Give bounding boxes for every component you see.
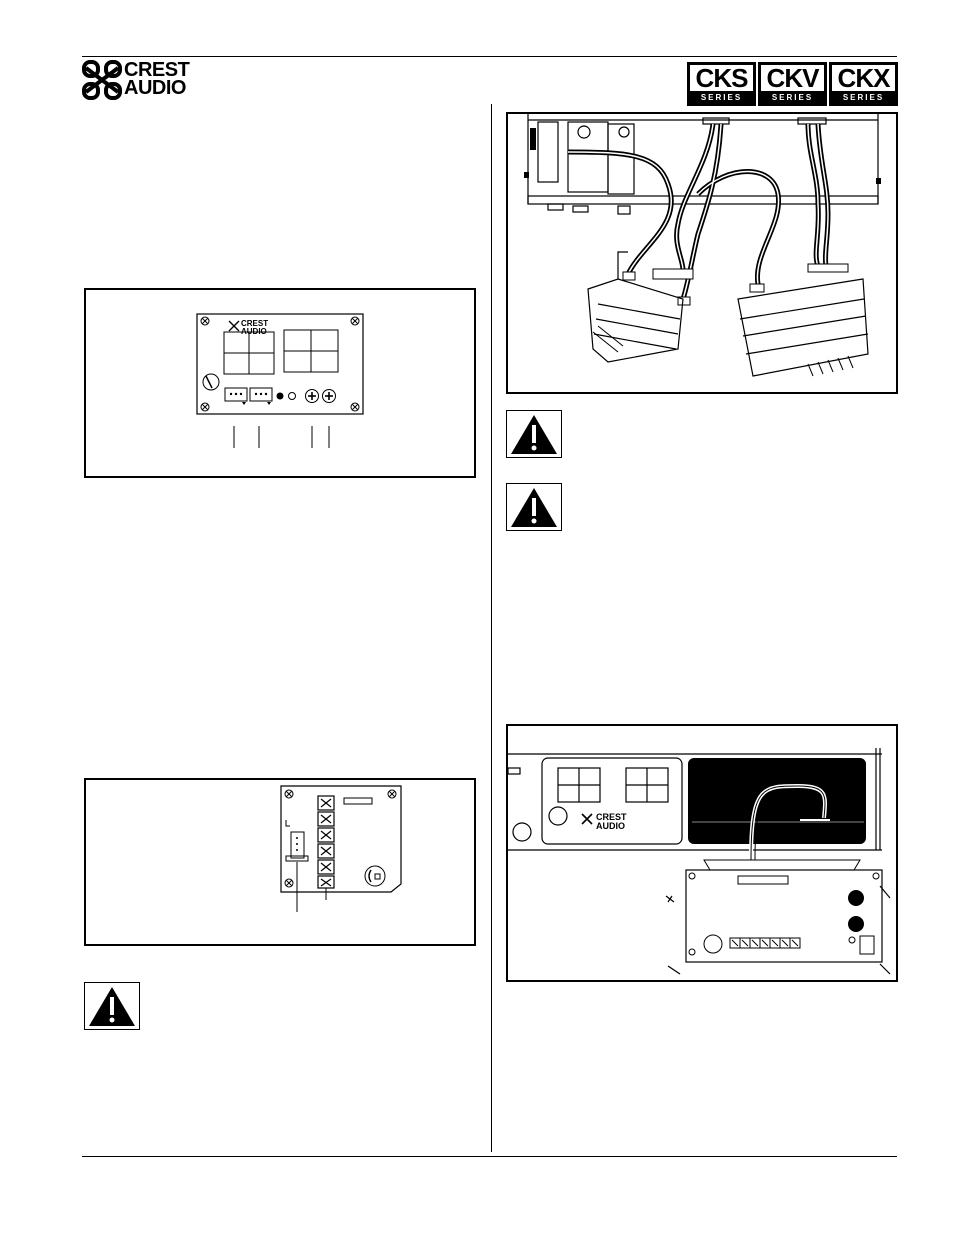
series-badge-ckx: CKX SERIES <box>829 62 898 106</box>
series-model: CKS <box>690 65 753 91</box>
series-model: CKV <box>761 65 824 91</box>
rear-chassis-drawing: CREST AUDIO <box>507 748 891 975</box>
series-badge-ckv: CKV SERIES <box>758 62 827 106</box>
terminal-module-drawing <box>280 785 402 912</box>
footer-rule <box>82 1156 897 1157</box>
panel-brand-line1: CREST <box>596 812 627 822</box>
figure-internal-wiring <box>506 112 898 394</box>
warning-triangle-icon <box>511 488 557 527</box>
column-divider <box>491 104 492 1152</box>
series-badge-cks: CKS SERIES <box>687 62 756 106</box>
panel-brand-line1: CREST <box>241 319 268 328</box>
series-model: CKX <box>832 65 895 91</box>
warning-block-3 <box>84 982 140 1030</box>
series-label: SERIES <box>842 93 885 102</box>
brand-name-line2: AUDIO <box>124 77 186 99</box>
series-label: SERIES <box>771 93 814 102</box>
crest-audio-logo-icon <box>82 60 122 100</box>
figure-terminal-module <box>84 778 476 946</box>
crest-audio-logo: CREST AUDIO <box>82 60 232 100</box>
figure-input-panel: CREST AUDIO <box>84 288 476 478</box>
warning-triangle-icon <box>511 415 557 454</box>
warning-block-2 <box>506 483 562 531</box>
header-rule <box>82 56 897 57</box>
warning-block-1 <box>506 410 562 458</box>
warning-triangle-icon <box>89 987 135 1026</box>
panel-brand-line2: AUDIO <box>596 821 625 831</box>
series-label: SERIES <box>700 93 743 102</box>
figure-rear-chassis-module: CREST AUDIO <box>506 724 898 982</box>
brand-name-line1: CREST <box>124 59 190 81</box>
internal-wiring-drawing <box>524 114 881 377</box>
panel-logo-mark <box>228 320 240 332</box>
input-panel-drawing: CREST AUDIO <box>196 313 364 448</box>
